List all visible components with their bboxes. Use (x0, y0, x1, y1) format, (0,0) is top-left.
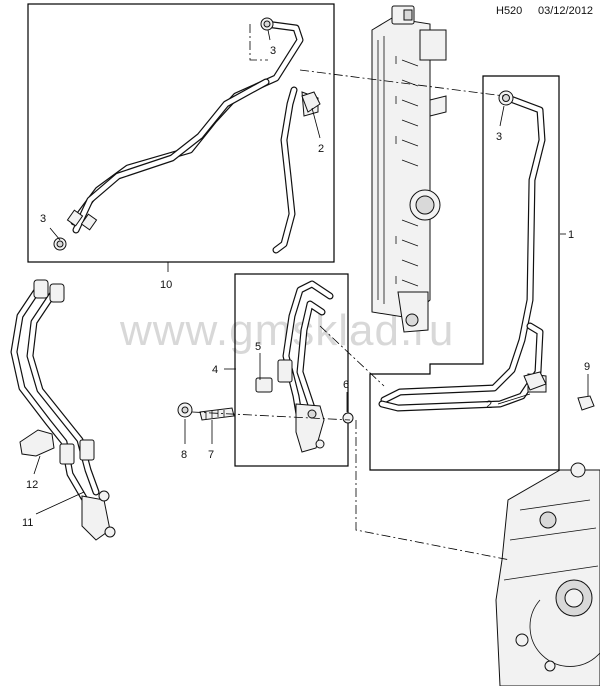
callout-2-lower: 2 (486, 399, 492, 411)
bracket-2-lower (523, 371, 547, 391)
clip-5 (255, 377, 273, 393)
callout-6: 6 (343, 379, 349, 391)
bracket-12 (19, 429, 55, 457)
callout-3-left: 3 (40, 213, 46, 225)
alignment-lines (191, 24, 511, 561)
seal-6 (342, 412, 354, 424)
pipe-connector-assembly (255, 280, 334, 453)
bolt-9 (577, 395, 595, 411)
callout-7: 7 (208, 449, 214, 461)
callout-10: 10 (160, 279, 172, 291)
transmission-case (495, 462, 600, 686)
diagram-date: 03/12/2012 (538, 5, 594, 17)
nut-8 (177, 402, 193, 418)
detail-frame-4 (234, 273, 349, 467)
callout-5: 5 (255, 341, 261, 353)
callout-4: 4 (212, 364, 218, 376)
detail-frame-10 (27, 3, 335, 263)
callout-3-right: 3 (496, 131, 502, 143)
cooler-pipe-pair-upper (53, 17, 319, 254)
callout-leaders (33, 29, 589, 515)
detail-frame-1 (369, 75, 560, 471)
callout-11: 11 (22, 517, 33, 529)
callout-12: 12 (26, 479, 38, 491)
stud-7 (199, 407, 235, 421)
callout-8: 8 (181, 449, 187, 461)
bracket-2-upper (301, 91, 321, 113)
cooler-pipe-pair-lower (10, 279, 116, 541)
callout-3-upper: 3 (270, 45, 276, 57)
radiator (371, 5, 447, 333)
diagram-code: H520 (496, 5, 523, 17)
callout-1: 1 (568, 229, 574, 241)
callout-2-upper: 2 (318, 143, 324, 155)
callout-9: 9 (584, 361, 590, 373)
